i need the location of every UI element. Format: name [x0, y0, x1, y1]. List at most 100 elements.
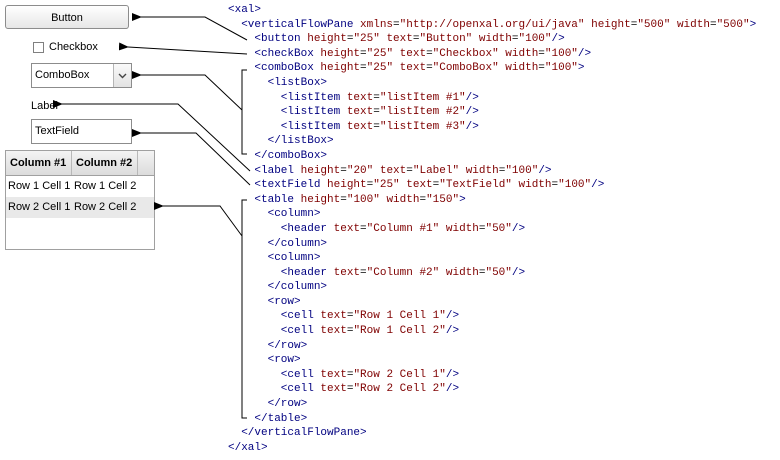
code-token: /> [551, 33, 565, 46]
sample-checkbox[interactable]: Checkbox [33, 40, 98, 54]
code-token: /> [445, 368, 460, 381]
table-header-column-2[interactable]: Column #2 [72, 151, 138, 175]
code-token: = [360, 62, 367, 75]
code-token: = [360, 266, 367, 279]
code-token: /> [445, 310, 460, 323]
code-token: <verticalFlowPane [228, 18, 361, 31]
code-token: "Row 1 Cell 2" [353, 325, 446, 338]
code-token: "Row 1 Cell 1" [353, 310, 446, 323]
code-token: height [307, 33, 347, 46]
code-token: = [406, 164, 413, 177]
code-line: <label height="20" text="Label" width="1… [228, 164, 756, 179]
code-token: "500" [637, 18, 671, 31]
code-line: <column> [228, 207, 756, 222]
code-token: text [320, 325, 347, 338]
code-token: height [327, 179, 367, 192]
code-token: "20" [346, 164, 374, 177]
table-header-column-1[interactable]: Column #1 [6, 151, 72, 175]
code-token: text [373, 164, 407, 177]
code-token: "25" [366, 62, 394, 75]
code-token: /> [577, 47, 592, 60]
code-line: <table height="100" width="150"> [228, 193, 756, 208]
code-token: "25" [373, 179, 400, 192]
code-token: width [439, 222, 479, 235]
xml-source-listing: <xal> <verticalFlowPane xmlns="http://op… [228, 3, 756, 455]
code-token: /> [465, 91, 479, 104]
code-token: height [300, 193, 341, 206]
code-token: text [393, 62, 427, 75]
code-token: /> [465, 106, 479, 119]
checkbox-label: Checkbox [49, 41, 98, 53]
code-token: /> [591, 179, 605, 192]
code-token: /> [465, 120, 479, 133]
code-token: </row> [228, 339, 308, 352]
table-row[interactable]: Row 1 Cell 1 Row 1 Cell 2 [6, 176, 154, 197]
code-token: <label [228, 164, 301, 177]
table-cell[interactable]: Row 1 Cell 2 [74, 180, 137, 192]
table-cell[interactable]: Row 1 Cell 1 [8, 180, 71, 192]
code-token: width [511, 179, 552, 192]
code-line: </verticalFlowPane> [228, 426, 756, 441]
code-token: = [373, 120, 380, 133]
code-token: <row> [228, 295, 301, 308]
code-token: "100" [505, 164, 539, 177]
code-token: text [333, 266, 361, 279]
code-token: <header [228, 266, 334, 279]
code-token: height [320, 47, 361, 60]
code-token: width [498, 47, 539, 60]
sample-button[interactable]: Button [5, 5, 129, 29]
code-token: text [320, 310, 347, 323]
code-token: <cell [228, 310, 321, 323]
code-token: /> [445, 325, 460, 338]
code-token: </xal> [228, 441, 268, 454]
code-token: <checkBox [228, 47, 321, 60]
table-cell[interactable]: Row 2 Cell 2 [74, 201, 137, 213]
code-token: = [498, 164, 506, 177]
code-token: "25" [353, 33, 380, 46]
code-line: <listItem text="listItem #2"/> [228, 105, 756, 120]
code-token: width [472, 33, 512, 46]
combobox-dropdown-button[interactable] [113, 64, 131, 87]
code-token: "Row 2 Cell 2" [353, 383, 446, 396]
code-line: <cell text="Row 2 Cell 1"/> [228, 368, 756, 383]
code-token: /> [511, 266, 526, 279]
code-line: <textField height="25" text="TextField" … [228, 178, 756, 193]
widget-preview-panel: Button Checkbox ComboBox Label TextField… [0, 0, 200, 460]
code-line: <verticalFlowPane xmlns="http://openxal.… [228, 18, 756, 33]
code-token: /> [445, 383, 460, 396]
code-token: "listItem #1" [379, 91, 466, 104]
sample-combobox[interactable]: ComboBox [31, 63, 132, 88]
code-token: </comboBox> [228, 149, 328, 162]
sample-label: Label [31, 100, 58, 112]
code-token: /> [511, 222, 526, 235]
code-token: > [749, 18, 757, 31]
code-token: "listItem #3" [379, 120, 466, 133]
code-line: <cell text="Row 1 Cell 2"/> [228, 324, 756, 339]
code-token: "100" [544, 62, 578, 75]
code-token: <header [228, 222, 334, 235]
code-token: = [538, 47, 545, 60]
table-row[interactable]: Row 2 Cell 1 Row 2 Cell 2 [6, 197, 154, 218]
code-token: <listItem [228, 106, 347, 119]
code-line: </xal> [228, 441, 756, 456]
code-line: <row> [228, 295, 756, 310]
code-token: = [340, 193, 347, 206]
code-token: text [320, 383, 347, 396]
code-token: text [320, 368, 347, 381]
sample-textfield[interactable]: TextField [31, 119, 132, 144]
code-token: = [511, 33, 519, 46]
checkbox-box[interactable] [33, 41, 44, 53]
code-token: = [709, 18, 717, 31]
code-token: text [346, 106, 374, 119]
code-line: <column> [228, 251, 756, 266]
code-token: "150" [426, 193, 460, 206]
code-token: <row> [228, 354, 301, 367]
code-token: "Checkbox" [432, 47, 499, 60]
code-token: width [459, 164, 499, 177]
code-line: <row> [228, 353, 756, 368]
table-cell[interactable]: Row 2 Cell 1 [8, 201, 71, 213]
code-line: <listBox> [228, 76, 756, 91]
sample-table[interactable]: Column #1 Column #2 Row 1 Cell 1 Row 1 C… [5, 150, 155, 250]
code-token: text [346, 120, 374, 133]
code-line: </listBox> [228, 134, 756, 149]
